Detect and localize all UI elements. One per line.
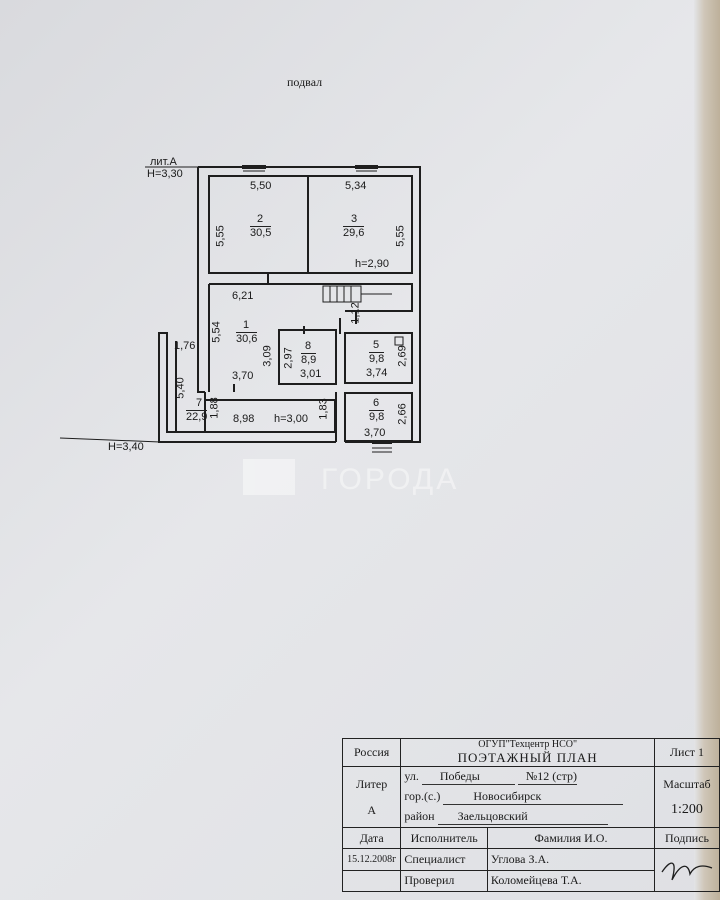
signature-cell (653, 848, 720, 892)
street-value: Победы (421, 769, 515, 785)
dim-label: 3,70 (232, 370, 254, 382)
staircase (322, 285, 362, 303)
dim-label: 5,34 (345, 180, 367, 192)
room-area: 9,8 (369, 352, 385, 365)
executor-header: Исполнитель (400, 827, 488, 849)
dim-label: 5,55 (394, 225, 407, 247)
checker-name: Коломейцева Т.А. (486, 869, 655, 892)
room-area: 9,8 (369, 410, 385, 423)
height-top: Н=3,30 (147, 168, 183, 180)
address-district-row: район Заельцовский (400, 807, 655, 828)
dim-label: 5,54 (210, 321, 223, 343)
checker-label: Проверил (400, 869, 488, 892)
floor-label: подвал (287, 75, 323, 89)
dim-label: 3,09 (261, 345, 274, 367)
district-label: район (404, 809, 435, 823)
room-area: 30,5 (250, 226, 272, 239)
specialist-name: Углова З.А. (486, 848, 655, 871)
scale-cell: Масштаб 1:200 (653, 766, 720, 828)
dim-label: 6,21 (232, 290, 254, 302)
dim-label: 2,69 (396, 345, 409, 367)
house-value: №12 (стр) (517, 769, 578, 785)
litera-label: лит.А (150, 156, 177, 168)
dim-label: 3,01 (300, 368, 322, 380)
org-name: ОГУП"Техцентр НСО" (478, 739, 578, 750)
signature-header: Подпись (653, 827, 720, 849)
city-label: гор.(с.) (404, 789, 441, 803)
room-8-outline (278, 329, 337, 385)
dim-label: 5,55 (214, 225, 227, 247)
date-value: 15.12.2008г (341, 848, 402, 871)
specialist-label: Специалист (400, 848, 488, 871)
room-number: 1 (243, 319, 250, 331)
dim-label: 5,50 (250, 180, 272, 192)
dim-label: 3,74 (366, 367, 388, 379)
scale-label: Масштаб (663, 777, 711, 791)
title-block: Россия ОГУП"Техцентр НСО" ПОЭТАЖНЫЙ ПЛАН… (341, 738, 720, 892)
dim-label: 5,40 (174, 377, 187, 399)
address-city-row: гор.(с.) Новосибирск (400, 787, 655, 807)
height-label: h=3,00 (274, 413, 308, 425)
litera-header: Литер (356, 777, 388, 791)
room-5-outline (344, 332, 413, 384)
vent-symbol (394, 336, 404, 346)
scale-value: 1:200 (671, 802, 703, 817)
dim-label: 1,88 (208, 397, 221, 419)
sheet-cell: Лист 1 (653, 738, 720, 767)
watermark-logo-icon (243, 459, 295, 495)
wall-room-1-top (209, 283, 413, 312)
room-number: 7 (196, 397, 203, 409)
room-area: 22,9 (186, 410, 208, 423)
room-number: 2 (257, 213, 264, 225)
city-value: Новосибирск (443, 789, 624, 805)
room-area: 30,6 (236, 332, 258, 345)
dim-label: 1,83 (317, 398, 330, 420)
document-title: ПОЭТАЖНЫЙ ПЛАН (457, 750, 598, 765)
street-label: ул. (404, 769, 419, 783)
litera-value: А (367, 803, 377, 817)
litera-cell: Литер А (341, 766, 402, 828)
name-header: Фамилия И.О. (486, 827, 655, 849)
room-number: 8 (305, 340, 312, 352)
room-number: 6 (373, 397, 380, 409)
dim-label: 1,12 (349, 302, 362, 324)
room-area: 8,9 (301, 353, 317, 366)
leader-line-bottom (59, 437, 161, 443)
country-cell: Россия (341, 738, 402, 767)
height-bottom: Н=3,40 (108, 441, 144, 453)
height-label: h=2,90 (355, 258, 389, 270)
dim-label: 8,98 (233, 413, 255, 425)
dim-label: 2,66 (396, 403, 409, 425)
address-street-row: ул. Победы №12 (стр) (400, 766, 655, 787)
room-number: 5 (373, 339, 380, 351)
outer-wall-left (197, 167, 205, 393)
signature-mark (661, 862, 713, 881)
dim-label: 1,76 (174, 340, 196, 352)
dim-label: 3,70 (364, 427, 386, 439)
district-value: Заельцовский (437, 809, 608, 825)
room-number: 3 (351, 213, 358, 225)
rooms-2-3-outline (208, 175, 413, 274)
org-cell: ОГУП"Техцентр НСО" ПОЭТАЖНЫЙ ПЛАН (400, 738, 655, 767)
room-area: 29,6 (343, 226, 365, 239)
watermark-text: ГОРОДА (321, 463, 460, 496)
dim-label: 2,97 (282, 347, 295, 369)
watermark: ГОРОДА (243, 459, 483, 499)
date-header: Дата (341, 827, 402, 849)
